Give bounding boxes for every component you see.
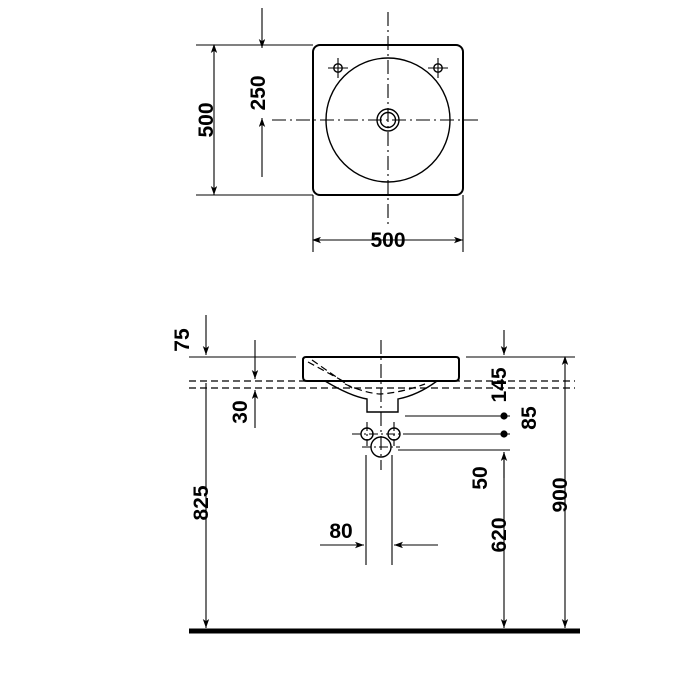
dim-dot-supply-level [500, 430, 508, 438]
dim-label-50: 50 [469, 466, 492, 489]
basin-bowl-circle [325, 57, 451, 183]
dim-label-620: 620 [488, 517, 511, 552]
left-tap-hole-marker [328, 58, 348, 78]
basin-bowl-underside [324, 380, 438, 413]
hidden-bowl-slope-a [307, 361, 344, 382]
dim-dot-drain-level [500, 412, 508, 420]
dim-label-top-height-500: 500 [195, 102, 218, 137]
right-tap-hole-marker [428, 58, 448, 78]
dim-label-top-250: 250 [247, 75, 270, 110]
front-view-group: 75 30 145 85 50 620 825 900 80 [171, 315, 580, 634]
dim-label-145: 145 [488, 367, 511, 402]
hidden-bowl-slope-b [311, 359, 353, 389]
hidden-bowl-inner-curve [344, 383, 426, 395]
top-view-group: 500 250 500 [195, 8, 480, 252]
dim-label-top-width-500: 500 [370, 229, 405, 252]
dim-label-900: 900 [549, 477, 572, 512]
dim-label-75: 75 [171, 328, 194, 352]
basin-outline-top [312, 44, 464, 196]
dim-label-30: 30 [229, 400, 252, 423]
drain-outer-circle [376, 108, 400, 132]
connection-markers-group [352, 422, 409, 458]
dim-label-85: 85 [518, 406, 541, 430]
drain-inner-circle [379, 111, 397, 129]
dim-label-825: 825 [190, 485, 213, 520]
dim-label-80: 80 [329, 520, 352, 543]
